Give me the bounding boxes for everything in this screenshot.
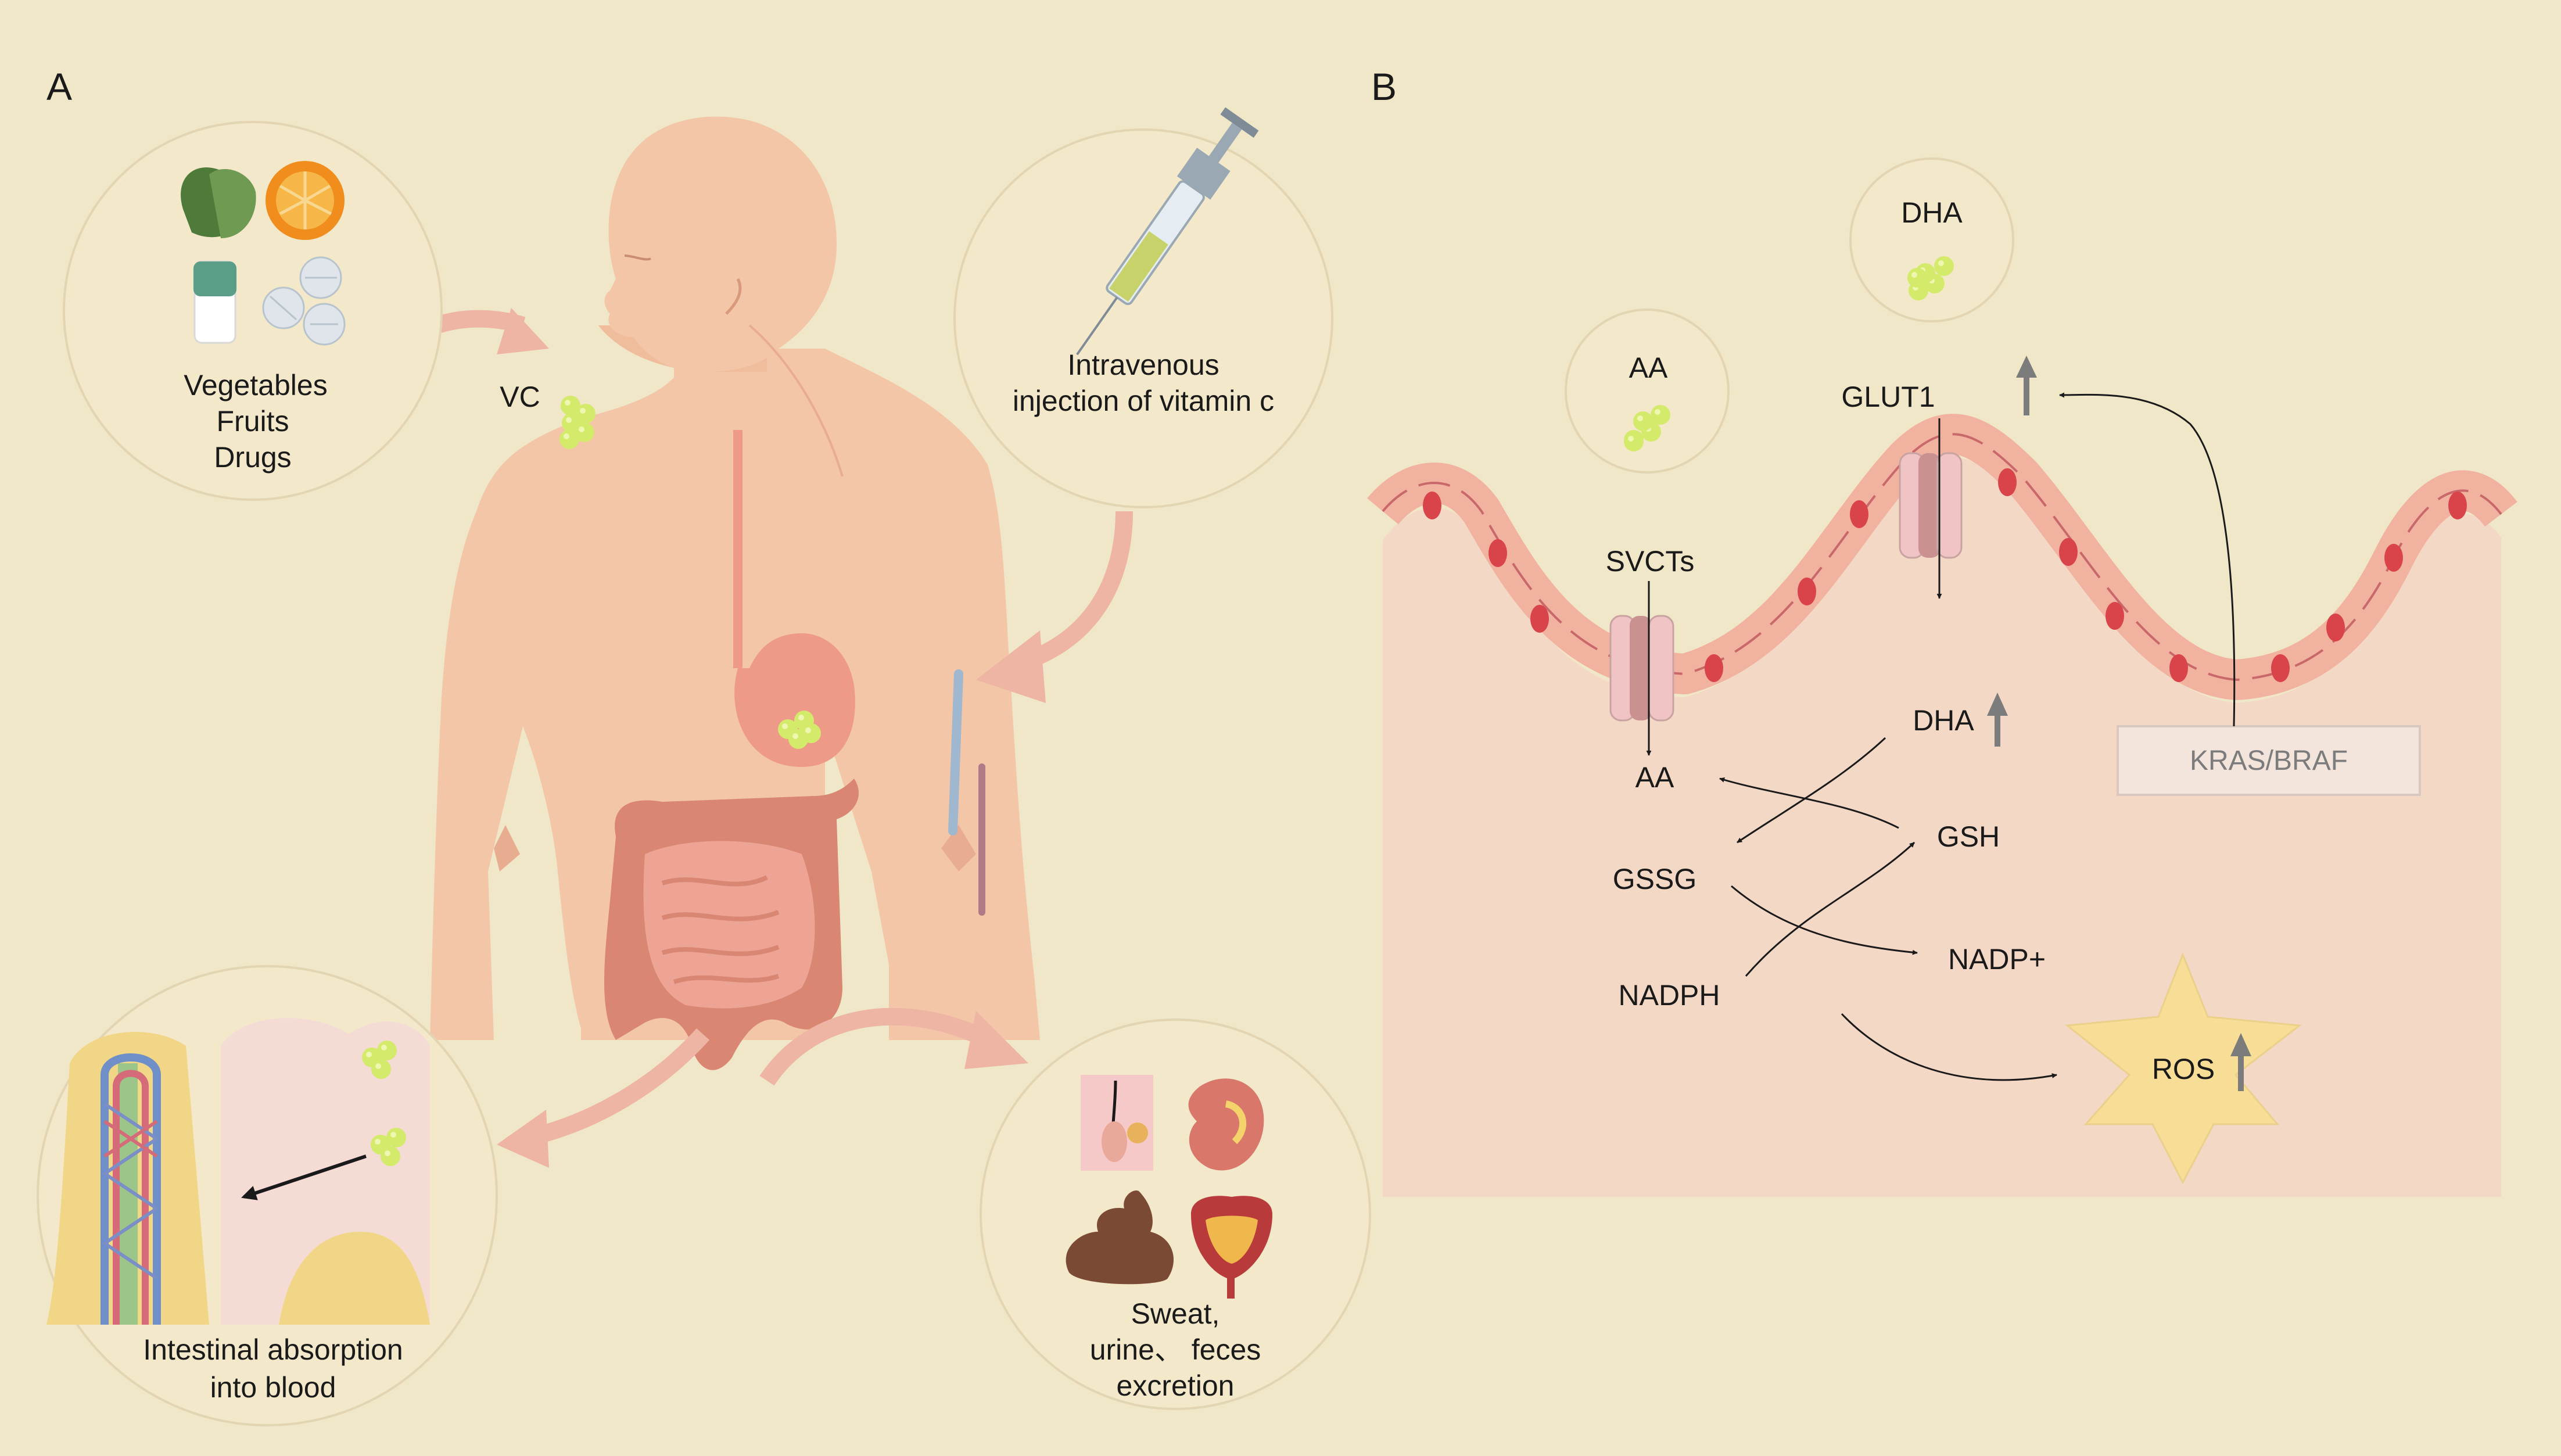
shoulder-line [748, 324, 844, 477]
dha-to-gssg-arrow [1737, 737, 1886, 844]
arrow-to-absorption-head [497, 1110, 549, 1168]
gsh-to-aa-arrow [1719, 777, 1899, 829]
glut1-transporter [1899, 452, 1963, 559]
nadph-label: NADPH [1618, 979, 1720, 1012]
to-ros-arrow [1841, 1013, 2057, 1081]
panel-b: AA DHA GLUT1 SVCTs KRAS/BRAF [1367, 157, 2517, 1197]
capillary-network [101, 1102, 160, 1280]
head [604, 116, 837, 372]
left-elbow [494, 825, 520, 872]
vc-label: VC [500, 381, 540, 413]
food-source-bubble: Vegetables Fruits Drugs [63, 121, 443, 501]
food-source-circle [63, 121, 443, 501]
urine [1206, 1215, 1258, 1264]
injection-bubble: Intravenous injection of vitamin c [953, 107, 1333, 508]
sweat-gland [1127, 1123, 1148, 1143]
ros-label: ROS [2152, 1053, 2215, 1085]
cell-nuclei [1423, 468, 2467, 682]
aa-bubble: AA [1565, 309, 1730, 474]
absorption-arrow [241, 1154, 367, 1200]
glut1-up-arrow-icon [2016, 356, 2037, 415]
source-drugs: Drugs [214, 441, 291, 474]
arrow-food-to-mouth-head [497, 308, 549, 354]
orange-segments [279, 171, 332, 229]
absorption-label-line1: Intestinal absorption [143, 1333, 403, 1366]
excretion-label-line2: urine、 feces [1090, 1333, 1261, 1366]
capillary-artery [113, 1070, 149, 1325]
absorption-label-line2: into blood [210, 1371, 336, 1404]
svcts-label: SVCTs [1606, 545, 1695, 578]
nadph-to-gsh-arrow [1745, 841, 1916, 977]
excretion-circle [980, 1019, 1371, 1410]
ros-up-arrow-icon [2230, 1033, 2251, 1091]
kidney-icon [1188, 1078, 1264, 1171]
stomach [734, 633, 855, 767]
feces-icon [1066, 1190, 1174, 1285]
kras-braf-box [2117, 725, 2421, 796]
excretion-label-line1: Sweat, [1131, 1297, 1220, 1330]
svct-transporter [1609, 615, 1674, 722]
dha-bubble-label: DHA [1901, 196, 1963, 229]
intestine-folds [661, 875, 780, 984]
dha-up-arrow-icon [1987, 693, 2008, 747]
gsh-label: GSH [1937, 820, 2000, 853]
injection-label-line1: Intravenous [1067, 349, 1219, 381]
syringe-icon [1076, 107, 1259, 356]
source-vegetables: Vegetables [184, 369, 327, 401]
glut1-label: GLUT1 [1841, 381, 1935, 413]
hair-follicle [1102, 1121, 1127, 1162]
human-body-illustration [430, 116, 1040, 1070]
right-elbow [941, 825, 976, 872]
tumor-tissue [1383, 457, 2501, 1197]
injection-label-line2: injection of vitamin c [1013, 385, 1274, 417]
capillary-vein [101, 1053, 161, 1325]
pill-bottle-cap [193, 261, 236, 296]
injection-circle [953, 128, 1333, 508]
nadp-label: NADP+ [1948, 943, 2046, 976]
eye [624, 254, 651, 261]
vegetable-leaf-icon-2 [209, 169, 256, 238]
villus-epithelium-2 [279, 1232, 430, 1325]
source-fruits: Fruits [217, 405, 289, 437]
kras-to-glut1-arrow [2059, 392, 2236, 727]
cell-membranes [1382, 433, 2502, 682]
panel-a-label: A [46, 65, 72, 108]
panel-a: Vegetables Fruits Drugs VC Intravenous i… [37, 107, 1371, 1426]
small-intestine [643, 841, 815, 1009]
arrow-injection-to-arm [1020, 511, 1133, 671]
arrow-to-excretion [759, 1007, 992, 1086]
absorption-bubble: Intestinal absorption into blood [37, 965, 498, 1426]
ros-star [2065, 952, 2302, 1185]
gssg-label: GSSG [1613, 863, 1696, 895]
dha-bubble: DHA [1849, 157, 2014, 322]
vein [948, 669, 963, 835]
aa-bubble-label: AA [1629, 352, 1668, 384]
tablet-scores [270, 277, 338, 325]
ear [725, 278, 742, 315]
kras-braf-label: KRAS/BRAF [2190, 745, 2348, 776]
capillary-network-2 [103, 1120, 158, 1158]
gssg-to-nadp-arrow [1731, 885, 1918, 955]
arrow-to-excretion-head [964, 1011, 1028, 1069]
aa-label: AA [1635, 761, 1674, 794]
arrow-injection-to-arm-head [976, 630, 1046, 703]
dha-label: DHA [1913, 704, 1974, 737]
excretion-label-line3: excretion [1117, 1369, 1235, 1402]
kidney-pelvis [1225, 1100, 1247, 1145]
panel-b-label: B [1371, 65, 1397, 108]
excretion-bubble: Sweat, urine、 feces excretion [980, 1019, 1371, 1410]
